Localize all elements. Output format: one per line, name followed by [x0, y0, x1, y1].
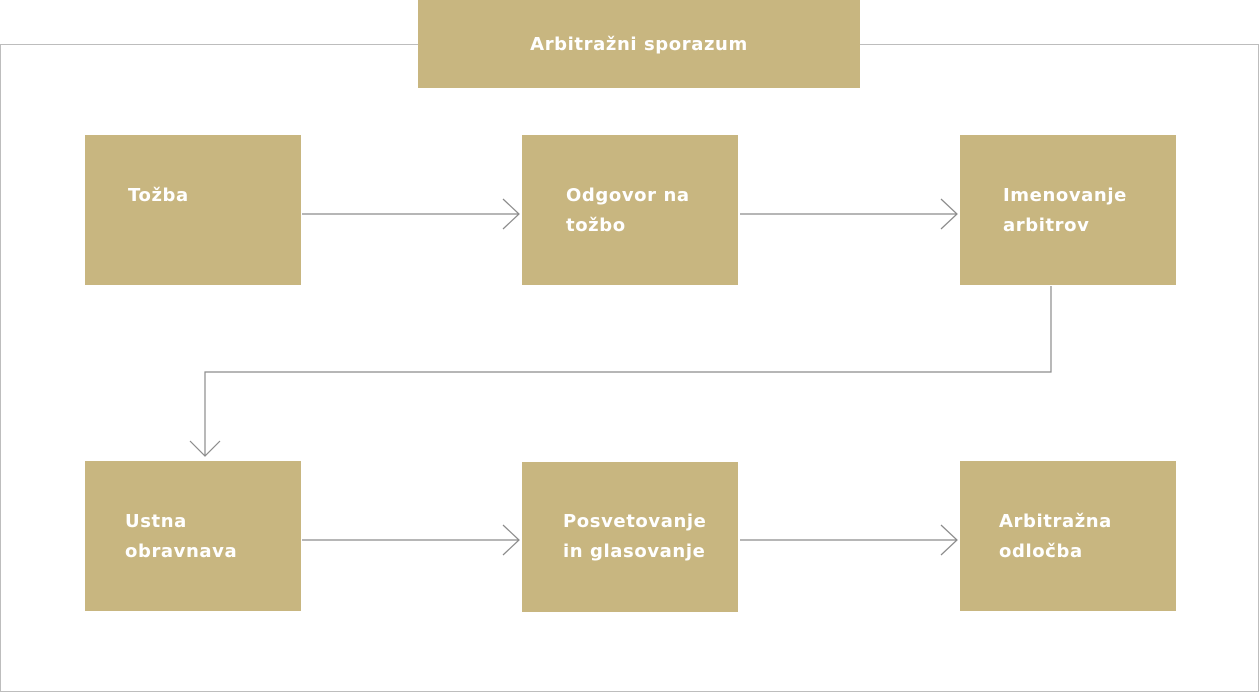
step-arbitrazna-odlocba: Arbitražna odločba — [960, 461, 1176, 611]
arrowhead-right-icon — [940, 198, 958, 230]
step-label: Tožba — [128, 185, 189, 206]
step-tozba: Tožba — [85, 135, 301, 285]
step-label: Odgovor na tožbo — [566, 185, 690, 236]
step-label: Arbitražna odločba — [999, 511, 1112, 562]
arrowhead-right-icon — [502, 198, 520, 230]
diagram-title: Arbitražni sporazum — [418, 0, 860, 88]
step-imenovanje-arbitrov: Imenovanje arbitrov — [960, 135, 1176, 285]
arrow-line — [204, 286, 1052, 456]
step-label: Posvetovanje in glasovanje — [563, 511, 707, 562]
step-label: Imenovanje arbitrov — [1003, 185, 1127, 236]
arrowhead-right-icon — [940, 524, 958, 556]
arrowhead-down-icon — [189, 440, 221, 457]
step-ustna-obravnava: Ustna obravnava — [85, 461, 301, 611]
step-label: Ustna obravnava — [125, 511, 238, 562]
step-odgovor-na-tozbo: Odgovor na tožbo — [522, 135, 738, 285]
diagram-title-label: Arbitražni sporazum — [530, 33, 748, 55]
arrowhead-right-icon — [502, 524, 520, 556]
step-posvetovanje-in-glasovanje: Posvetovanje in glasovanje — [522, 462, 738, 612]
